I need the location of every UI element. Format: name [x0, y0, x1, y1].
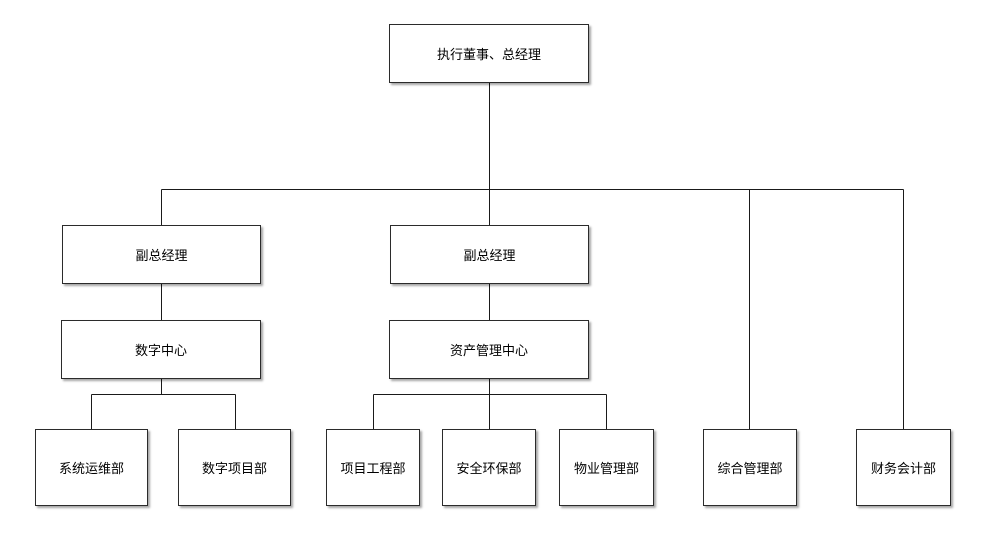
node-safety: 安全环保部: [442, 429, 536, 506]
node-sys-ops: 系统运维部: [35, 429, 148, 506]
node-property: 物业管理部: [559, 429, 654, 506]
node-vp-1: 副总经理: [62, 225, 261, 284]
node-proj-eng: 项目工程部: [326, 429, 420, 506]
node-general-label: 综合管理部: [717, 462, 783, 477]
node-vp-1-label: 副总经理: [135, 249, 188, 264]
node-asset-center-label: 资产管理中心: [449, 344, 528, 359]
node-safety-label: 安全环保部: [456, 462, 522, 477]
node-asset-center: 资产管理中心: [389, 320, 589, 379]
node-vp-2-label: 副总经理: [463, 249, 516, 264]
node-proj-eng-label: 项目工程部: [340, 462, 406, 477]
node-digital-proj-label: 数字项目部: [201, 462, 267, 477]
node-vp-2: 副总经理: [390, 225, 589, 284]
node-digital-center: 数字中心: [61, 320, 261, 379]
node-ceo: 执行董事、总经理: [389, 24, 589, 83]
node-property-label: 物业管理部: [573, 462, 639, 477]
node-sys-ops-label: 系统运维部: [58, 462, 124, 477]
node-digital-center-label: 数字中心: [134, 344, 187, 359]
node-finance-label: 财务会计部: [870, 462, 936, 477]
node-ceo-label: 执行董事、总经理: [436, 48, 541, 63]
node-finance: 财务会计部: [856, 429, 951, 506]
node-general: 综合管理部: [703, 429, 797, 506]
node-digital-proj: 数字项目部: [178, 429, 291, 506]
